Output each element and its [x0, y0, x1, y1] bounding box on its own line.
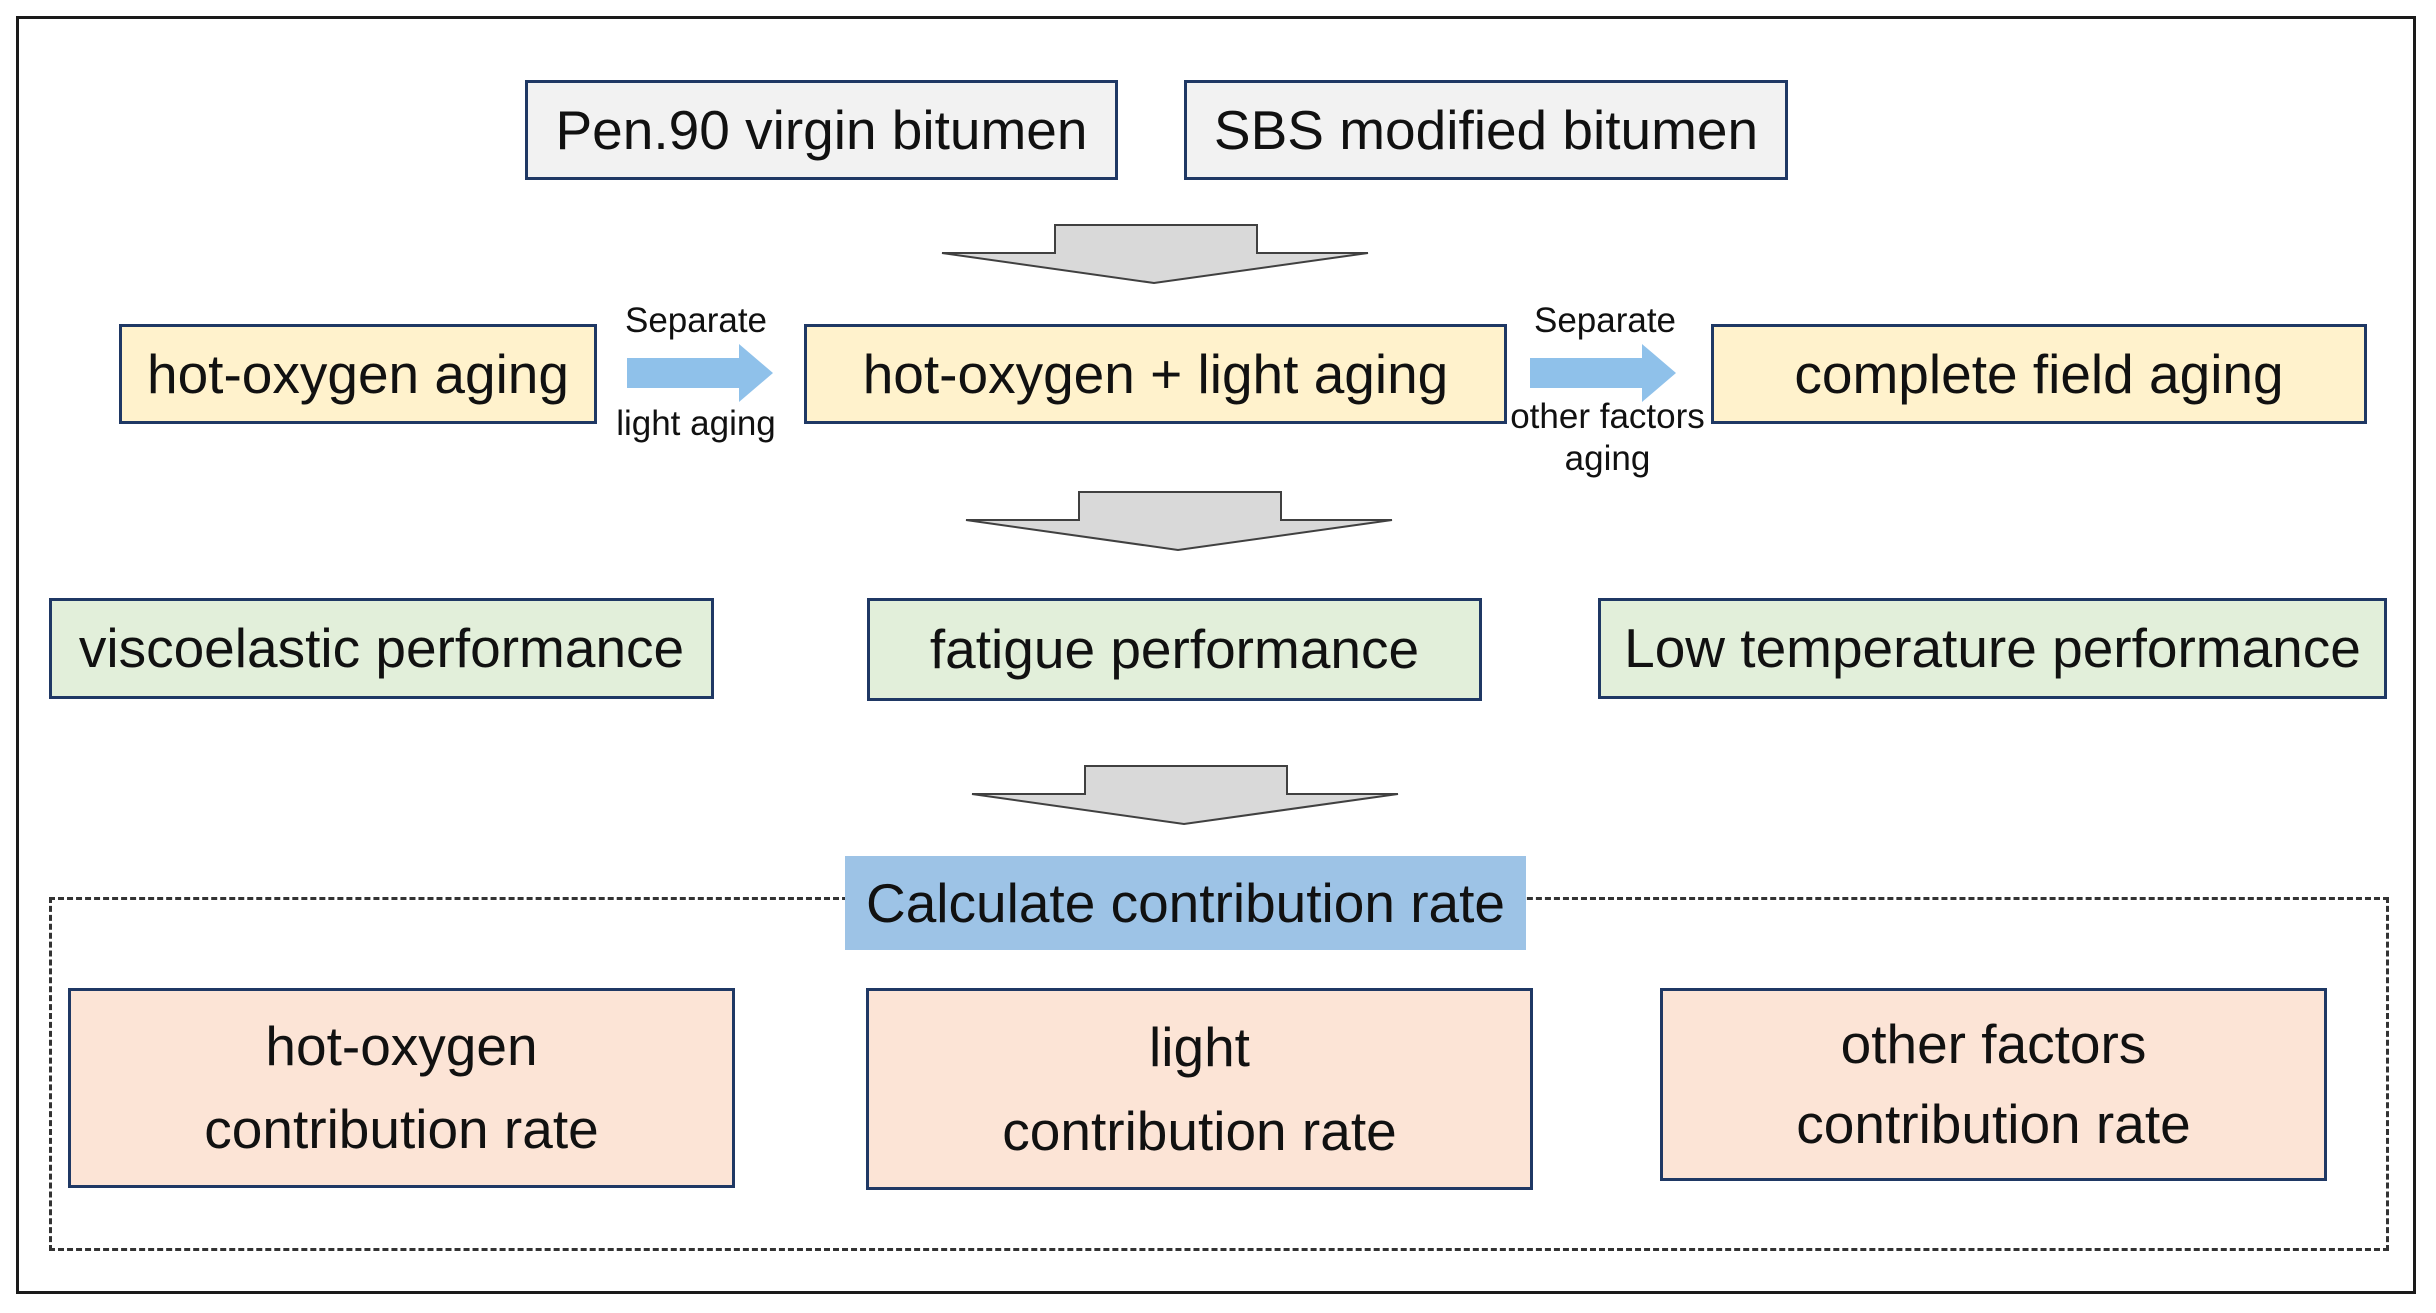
separate-label-right: Separate — [1533, 301, 1677, 340]
fatigue-performance-box: fatigue performance — [867, 598, 1482, 701]
calculate-contribution-rate-banner: Calculate contribution rate — [845, 856, 1526, 950]
low-temperature-performance-label: Low temperature performance — [1624, 617, 2361, 679]
hot-oxygen-contribution-line1: hot-oxygen — [265, 1015, 538, 1077]
fatigue-performance-label: fatigue performance — [929, 618, 1420, 680]
other-factors-contribution-line1: other factors — [1840, 1013, 2147, 1076]
other-factors-contribution-box: other factors contribution rate — [1660, 988, 2327, 1181]
hot-oxygen-light-aging-label: hot-oxygen + light aging — [862, 342, 1449, 405]
other-factors-contribution-line2: contribution rate — [1796, 1092, 2191, 1155]
other-factors-label: other factors — [1510, 397, 1705, 436]
separate-arrow-right — [1530, 344, 1676, 402]
separate-arrow-left — [627, 344, 773, 402]
hot-oxygen-aging-box: hot-oxygen aging — [119, 324, 597, 424]
low-temperature-performance-box: Low temperature performance — [1598, 598, 2387, 699]
complete-field-aging-label: complete field aging — [1794, 342, 2284, 405]
light-contribution-line2: contribution rate — [1002, 1099, 1397, 1162]
flow-arrow-2 — [965, 491, 1393, 552]
calculate-contribution-rate-label: Calculate contribution rate — [866, 872, 1505, 934]
pen90-bitumen-label: Pen.90 virgin bitumen — [555, 98, 1088, 161]
sbs-bitumen-box: SBS modified bitumen — [1184, 80, 1788, 180]
sbs-bitumen-label: SBS modified bitumen — [1213, 98, 1759, 161]
light-contribution-line1: light — [1149, 1015, 1250, 1078]
flow-arrow-3 — [971, 765, 1399, 826]
light-contribution-box: light contribution rate — [866, 988, 1533, 1190]
hot-oxygen-aging-label: hot-oxygen aging — [147, 342, 569, 405]
pen90-bitumen-box: Pen.90 virgin bitumen — [525, 80, 1118, 180]
hot-oxygen-light-aging-box: hot-oxygen + light aging — [804, 324, 1507, 424]
viscoelastic-performance-label: viscoelastic performance — [78, 617, 685, 679]
hot-oxygen-contribution-box: hot-oxygen contribution rate — [68, 988, 735, 1188]
light-aging-label: light aging — [616, 404, 776, 443]
other-factors-aging-label: aging — [1564, 439, 1651, 478]
outer-frame — [16, 16, 2416, 1294]
hot-oxygen-contribution-line2: contribution rate — [204, 1098, 599, 1160]
separate-label-left: Separate — [624, 301, 768, 340]
viscoelastic-performance-box: viscoelastic performance — [49, 598, 714, 699]
complete-field-aging-box: complete field aging — [1711, 324, 2367, 424]
flow-arrow-1 — [941, 224, 1369, 285]
